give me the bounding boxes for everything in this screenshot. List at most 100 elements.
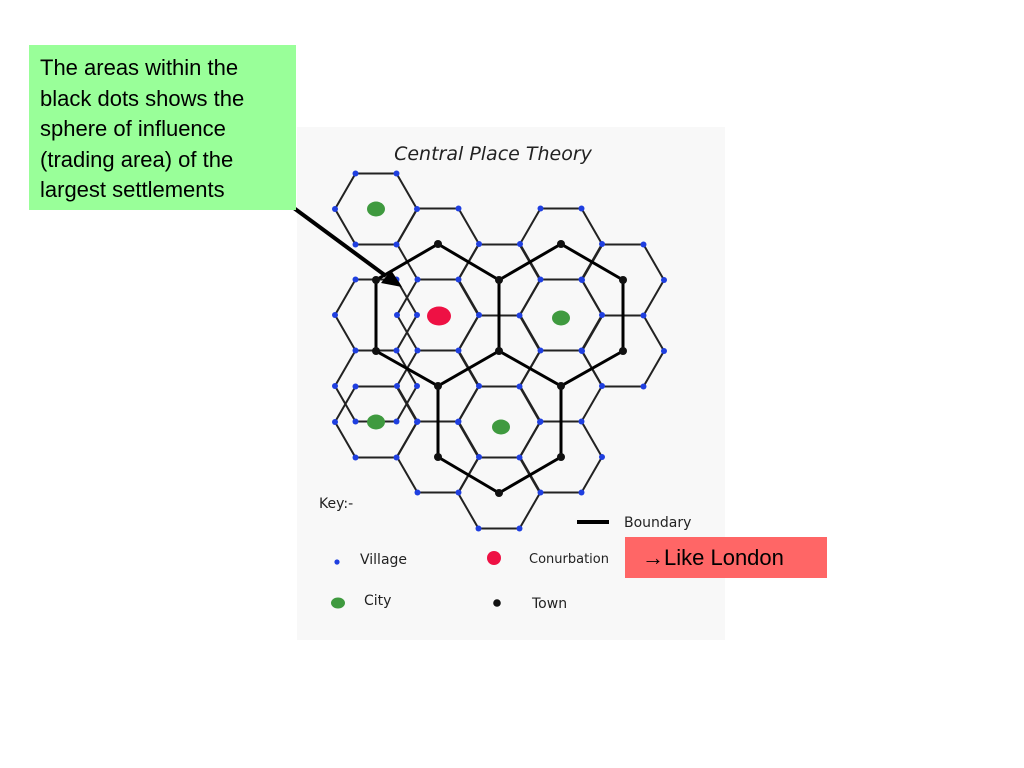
village-dot xyxy=(516,454,523,461)
village-dot xyxy=(332,206,338,212)
legend-title: Key:- xyxy=(319,496,353,512)
legend-city-label: City xyxy=(364,593,391,609)
town-dot xyxy=(372,276,380,284)
note-text: The areas within the black dots shows th… xyxy=(40,55,245,202)
town-dot xyxy=(434,382,442,390)
village-dot xyxy=(352,241,359,248)
arrow-right-icon: → xyxy=(642,545,664,570)
town-dot xyxy=(372,347,380,355)
village-dot xyxy=(599,312,605,318)
village-dot xyxy=(332,419,338,425)
village-dot xyxy=(455,276,462,283)
village-dot xyxy=(455,347,462,354)
boundary-line xyxy=(437,455,500,495)
village-dot xyxy=(414,489,421,496)
village-dot xyxy=(599,241,605,247)
village-dot xyxy=(414,383,420,389)
village-dot xyxy=(414,419,420,425)
village-dot xyxy=(414,347,421,354)
like-london-text: Like London xyxy=(664,545,784,570)
village-dot xyxy=(352,276,359,283)
village-dot xyxy=(394,312,400,318)
boundary-line xyxy=(437,242,500,282)
sphere-of-influence-note: The areas within the black dots shows th… xyxy=(29,45,296,210)
village-dot xyxy=(537,489,544,496)
village-dot xyxy=(352,418,359,425)
village-dot xyxy=(537,347,544,354)
city-dot xyxy=(492,419,510,435)
town-dot xyxy=(557,453,565,461)
village-dot xyxy=(352,454,359,461)
cities-layer xyxy=(367,201,570,435)
village-dot xyxy=(599,383,605,389)
village-dot xyxy=(455,419,461,425)
boundary-line xyxy=(560,349,624,388)
boundary-lines xyxy=(374,242,625,495)
town-dot xyxy=(557,382,565,390)
village-dot xyxy=(393,241,400,248)
village-dot xyxy=(352,347,359,354)
village-dot xyxy=(516,383,523,390)
village-dot xyxy=(578,489,585,496)
boundary-line xyxy=(560,242,624,282)
village-dot xyxy=(599,454,605,460)
town-dot xyxy=(619,276,627,284)
village-dot xyxy=(393,418,400,425)
villages-layer xyxy=(332,170,667,532)
towns-layer xyxy=(372,240,627,497)
village-dot xyxy=(537,419,543,425)
village-dot xyxy=(516,525,523,532)
legend-conurbation-label: Conurbation xyxy=(529,552,609,567)
legend-town-swatch xyxy=(493,599,501,607)
village-dot xyxy=(476,454,482,460)
boundary-line xyxy=(498,349,562,388)
boundary-line xyxy=(375,349,439,388)
legend-boundary-label: Boundary xyxy=(624,515,691,531)
boundary-line xyxy=(437,349,500,388)
legend: Key:- Boundary Village Conurbation City … xyxy=(319,496,691,612)
legend-village-label: Village xyxy=(360,552,407,568)
village-dot xyxy=(516,312,523,319)
village-dot xyxy=(661,277,667,283)
village-dot xyxy=(332,312,338,318)
village-dot xyxy=(414,276,421,283)
village-dot xyxy=(640,312,647,319)
village-dot xyxy=(414,312,420,318)
town-dot xyxy=(557,240,565,248)
village-dot xyxy=(537,205,544,212)
village-dot xyxy=(476,312,482,318)
town-dot xyxy=(434,240,442,248)
city-dot xyxy=(367,201,385,217)
conurbation-dot xyxy=(427,306,451,326)
village-dot xyxy=(476,241,482,247)
village-dot xyxy=(517,241,523,247)
village-dot xyxy=(352,170,359,177)
pointer-arrow-head xyxy=(381,270,402,287)
village-dot xyxy=(455,489,462,496)
village-dot xyxy=(578,418,585,425)
village-dot xyxy=(476,383,482,389)
city-dot xyxy=(552,310,570,326)
village-dot xyxy=(537,276,544,283)
village-dot xyxy=(579,348,585,354)
legend-town-label: Town xyxy=(531,596,567,612)
boundary-line xyxy=(498,455,562,495)
village-dot xyxy=(393,170,400,177)
diagram-title: Central Place Theory xyxy=(394,143,593,165)
village-dot xyxy=(640,241,647,248)
boundary-line xyxy=(498,242,562,282)
village-dot xyxy=(475,525,482,532)
village-dot xyxy=(640,383,647,390)
legend-conurbation-swatch xyxy=(487,551,501,565)
like-london-label: →Like London xyxy=(625,537,827,578)
village-dot xyxy=(352,383,359,390)
village-dot xyxy=(332,383,338,389)
village-dot xyxy=(394,383,400,389)
town-dot xyxy=(434,453,442,461)
town-dot xyxy=(495,489,503,497)
town-dot xyxy=(495,347,503,355)
city-dot xyxy=(367,414,385,430)
legend-village-swatch xyxy=(334,559,340,565)
legend-city-swatch xyxy=(331,597,345,609)
